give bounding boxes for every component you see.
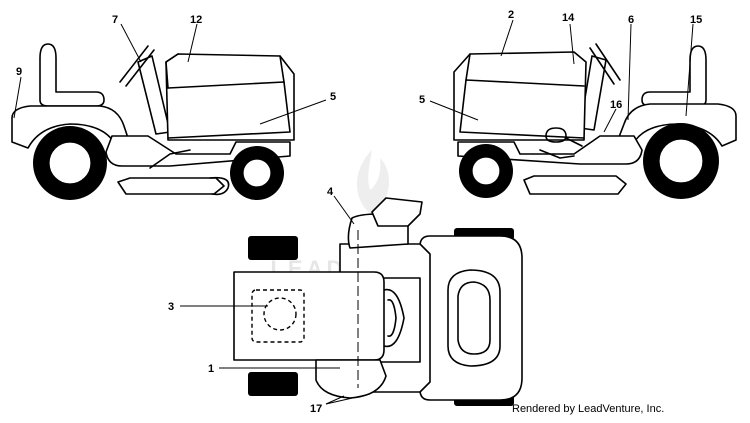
callout-6: 6	[628, 14, 634, 26]
callout-5-right: 5	[419, 94, 425, 106]
callout-1: 1	[208, 363, 214, 375]
callout-15: 15	[690, 14, 702, 26]
leader-lines	[13, 19, 694, 405]
callout-5-left: 5	[330, 91, 336, 103]
lift-lever	[565, 137, 583, 147]
seat-top	[447, 269, 501, 367]
engine-flywheel-outline	[263, 297, 297, 331]
callout-7: 7	[112, 14, 118, 26]
callout-17: 17	[310, 403, 322, 415]
mower-deck	[523, 175, 627, 195]
steering-wheel-hub	[371, 197, 423, 227]
hood	[453, 51, 587, 141]
tractor-top-view	[233, 197, 523, 406]
front-right-tire	[248, 372, 298, 396]
tractor-left-side-view	[11, 43, 295, 200]
callout-labels: 7 12 9 5 2 14 6 15 5 16 4 3 1 17	[16, 9, 702, 415]
callout-2: 2	[508, 9, 514, 21]
deck-lift-lever	[149, 149, 191, 169]
tractor-right-side-view	[453, 43, 737, 199]
discharge-chute	[209, 176, 230, 196]
seat	[641, 45, 707, 107]
callout-3: 3	[168, 301, 174, 313]
mower-deck-top	[315, 359, 387, 399]
mower-deck	[117, 177, 225, 195]
callout-12: 12	[190, 14, 202, 26]
hood	[165, 53, 295, 141]
callout-16: 16	[610, 99, 622, 111]
hood-top	[233, 271, 385, 361]
steering-column	[137, 55, 171, 135]
render-credit: Rendered by LeadVenture, Inc.	[512, 403, 664, 415]
steering-wheel	[595, 43, 621, 81]
callout-14: 14	[562, 12, 575, 24]
front-left-tire	[248, 236, 298, 260]
callout-9: 9	[16, 66, 22, 78]
seat	[39, 43, 105, 107]
steering-wheel	[119, 45, 149, 83]
engine-outline	[251, 289, 305, 343]
fuel-cap	[545, 127, 567, 143]
flame-logo-icon	[357, 150, 390, 215]
callout-4: 4	[327, 186, 334, 198]
